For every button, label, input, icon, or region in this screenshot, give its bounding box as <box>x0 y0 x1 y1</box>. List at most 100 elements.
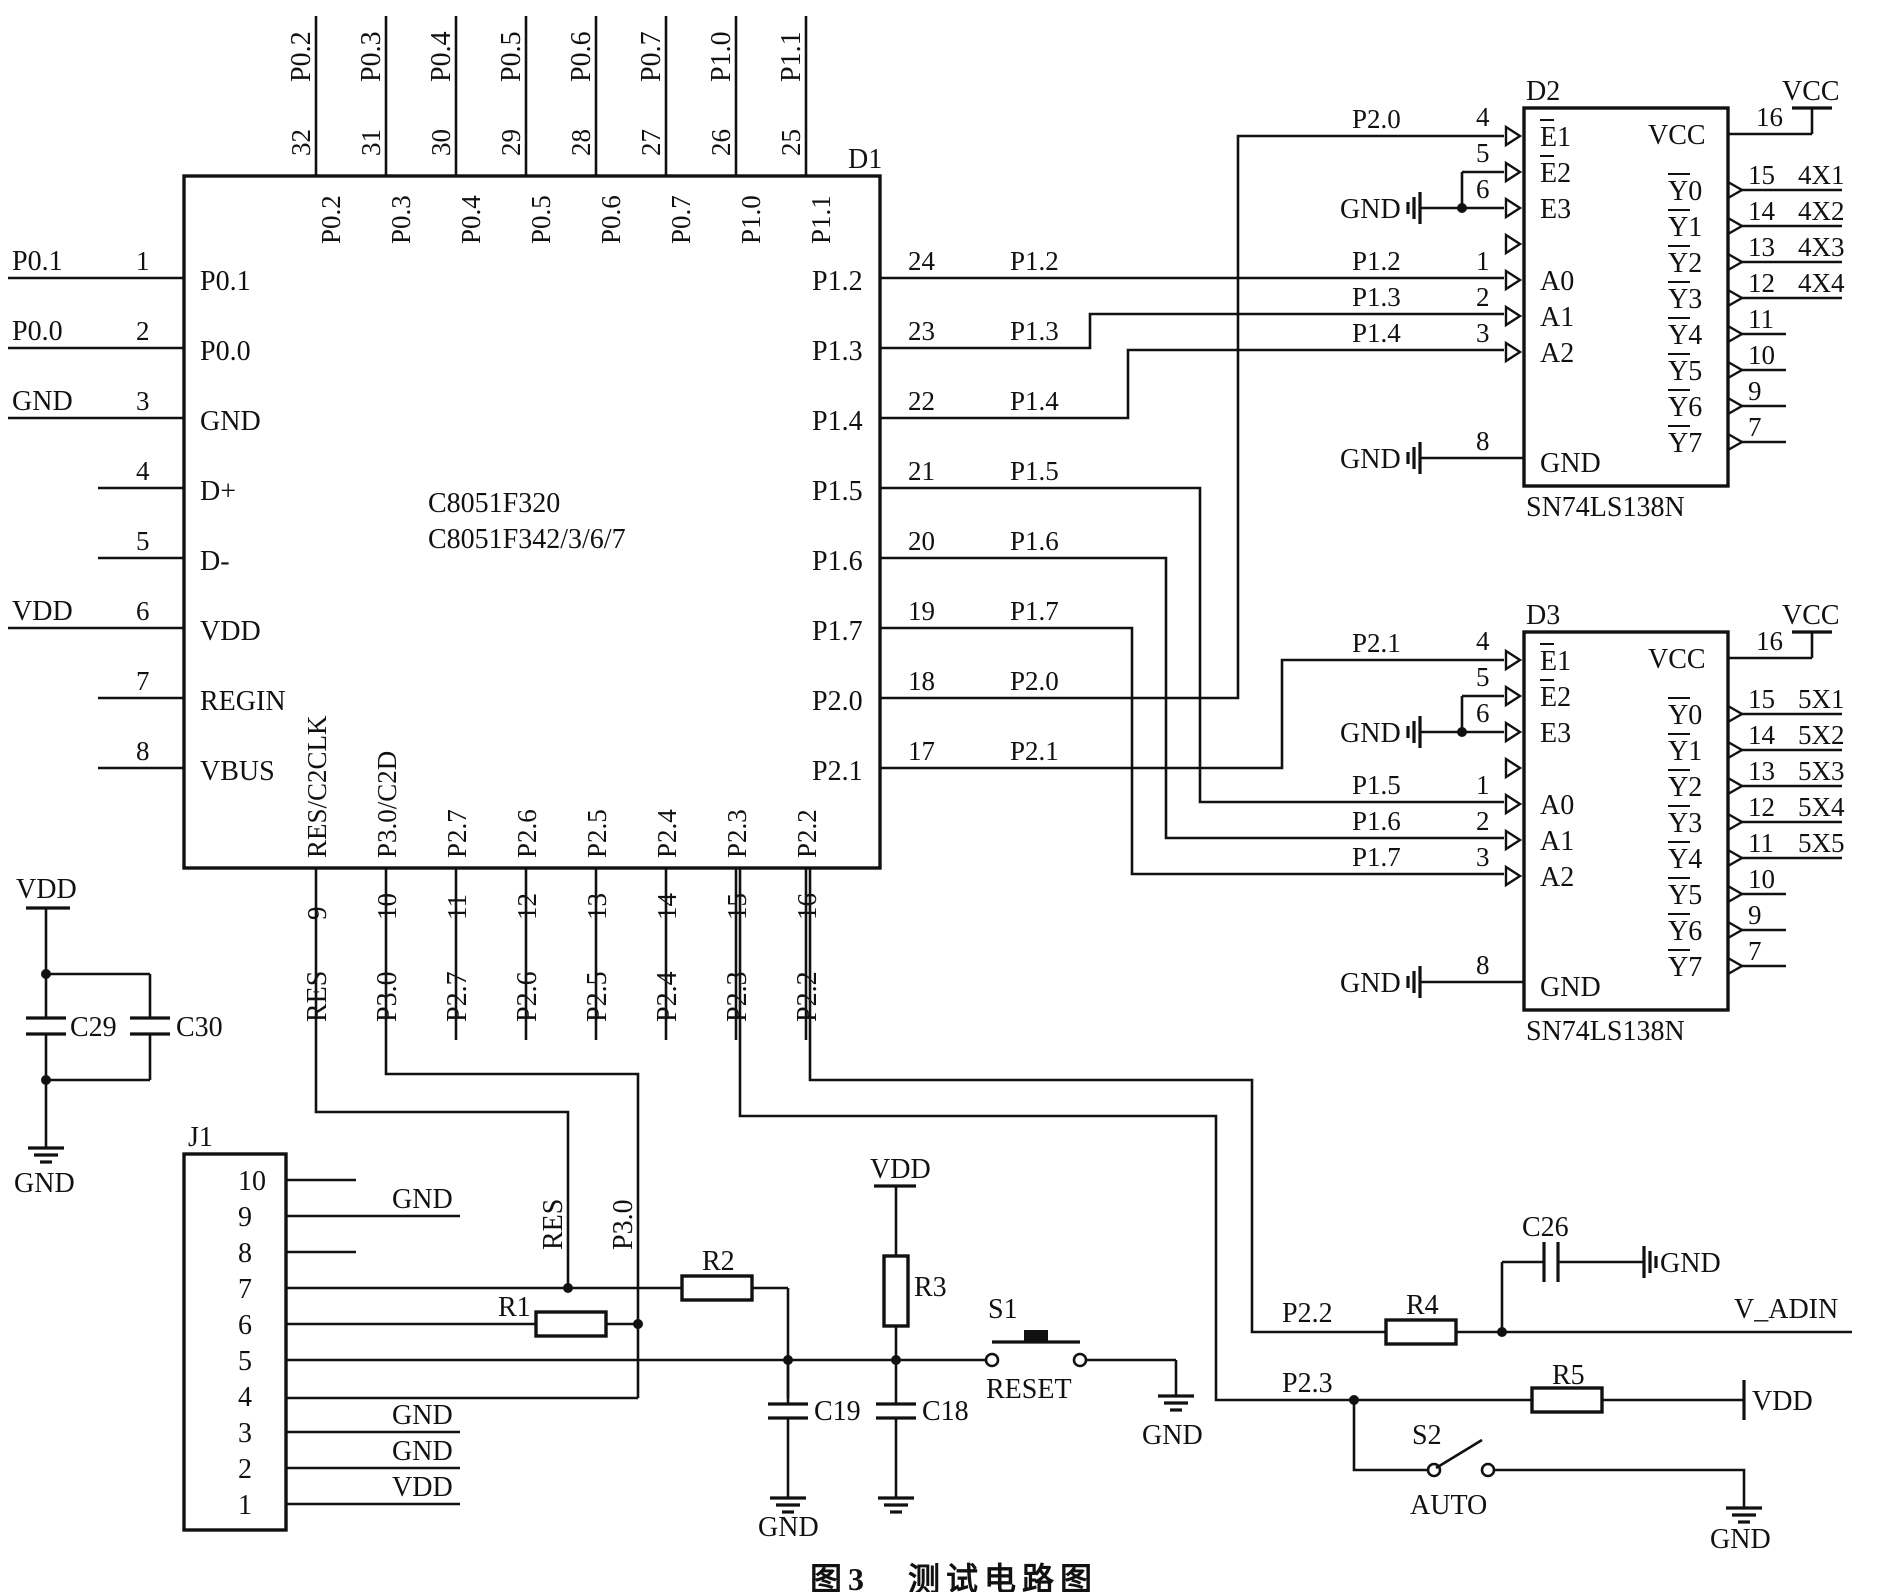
input-arrow-icon <box>1504 721 1522 743</box>
right-net-label: P1.4 <box>1010 386 1059 416</box>
bottom-pin-name: P3.0/C2D <box>372 751 402 858</box>
bottom-pin-name: P2.3 <box>722 809 752 858</box>
top-net-label: P0.6 <box>566 31 597 82</box>
d2-gnd-label: GND <box>1340 194 1401 225</box>
res-net-label: RES <box>538 1199 569 1250</box>
output-arrow-icon <box>1727 956 1745 976</box>
d3-pin-e3: E3 <box>1540 718 1571 749</box>
j1-p9-net: GND <box>392 1184 453 1215</box>
right-pin-name: P2.0 <box>812 686 863 717</box>
d3-output-name: Y5 <box>1668 880 1702 911</box>
right-pin-name: P1.7 <box>812 616 863 647</box>
j1-pin-number: 7 <box>238 1274 252 1305</box>
d3-output-pin-number: 9 <box>1748 900 1762 930</box>
bottom-net-label: P2.6 <box>512 971 543 1022</box>
d2-output-pin-number: 10 <box>1748 340 1775 370</box>
decoder-d2-vcc-net: VCC <box>1782 76 1840 107</box>
d2-pin-a0: A0 <box>1540 266 1574 297</box>
right-net-label: P1.2 <box>1010 246 1059 276</box>
output-arrow-icon <box>1727 252 1745 272</box>
decoder-d3-vcc-pin-num: 16 <box>1756 626 1783 656</box>
right-pin-name: P1.6 <box>812 546 863 577</box>
left-net-label: GND <box>12 386 73 417</box>
bottom-pin-name: P2.7 <box>442 809 472 858</box>
r1-label: R1 <box>498 1292 531 1323</box>
input-arrow-icon <box>1504 341 1522 363</box>
c18-label: C18 <box>922 1396 969 1427</box>
d3-gnd-pin-num: 8 <box>1476 950 1490 980</box>
bottom-pin-number: 12 <box>512 893 542 920</box>
bus-wires: P2.0 P1.2 P1.3 P1.4 P2.1 P1.5 P1.6 P1.7 … <box>880 104 1524 1000</box>
bottom-pin-name: P2.2 <box>792 809 822 858</box>
d3-output-net: 5X4 <box>1798 792 1845 822</box>
input-arrow-icon <box>1504 757 1522 779</box>
d3-output-pin-number: 13 <box>1748 756 1775 786</box>
net-label-d2-e1: P2.0 <box>1352 104 1401 134</box>
s1-label: S1 <box>988 1294 1018 1325</box>
input-arrow-icon <box>1504 269 1522 291</box>
d3-input-pin-number: 5 <box>1476 662 1490 692</box>
s2-label: S2 <box>1412 1420 1442 1451</box>
bottom-net-label: P2.4 <box>652 971 683 1022</box>
d3-input-pin-number: 1 <box>1476 770 1490 800</box>
d2-output-net: 4X4 <box>1798 268 1845 298</box>
d3-output-pin-number: 10 <box>1748 864 1775 894</box>
bottom-pin-number: 11 <box>442 894 472 920</box>
d3-gnd-label: GND <box>1340 718 1401 749</box>
j1-pin-number: 4 <box>238 1382 252 1413</box>
top-pin-number: 28 <box>566 129 596 156</box>
top-pin-name: P1.0 <box>736 195 766 244</box>
d2-output-pin-number: 7 <box>1748 412 1762 442</box>
right-pin-number: 24 <box>908 246 936 276</box>
output-arrow-icon <box>1727 288 1745 308</box>
d3-pin-e2: E2 <box>1540 682 1571 713</box>
decoder-d2-vcc-pin-num: 16 <box>1756 102 1783 132</box>
left-pin-number: 3 <box>136 386 150 416</box>
figure-caption: 图3 测试电路图 <box>810 1561 1098 1592</box>
gnd-label-caps: GND <box>14 1168 75 1199</box>
vdd-label-r5: VDD <box>1752 1386 1813 1417</box>
output-arrow-icon <box>1727 740 1745 760</box>
top-pin-number: 31 <box>356 129 386 156</box>
right-pin-number: 23 <box>908 316 935 346</box>
d2-pin-e2: E2 <box>1540 158 1571 189</box>
right-pin-name: P1.2 <box>812 266 863 297</box>
left-net-label: P0.0 <box>12 316 63 347</box>
vdd-label-r3: VDD <box>870 1154 931 1185</box>
right-net-label: P1.6 <box>1010 526 1059 556</box>
d3-pin-a0: A0 <box>1540 790 1574 821</box>
top-pin-number: 25 <box>776 129 806 156</box>
d2-output-name: Y1 <box>1668 212 1702 243</box>
j1-pin-number: 6 <box>238 1310 252 1341</box>
d2-output-pin-number: 12 <box>1748 268 1775 298</box>
j1-pin-number: 3 <box>238 1418 252 1449</box>
left-pin-number: 7 <box>136 666 150 696</box>
left-pin-name: VBUS <box>200 756 275 787</box>
j1-pin-number: 8 <box>238 1238 252 1269</box>
top-pin-name: P0.5 <box>526 195 556 244</box>
d3-output-pin-number: 12 <box>1748 792 1775 822</box>
right-pin-name: P1.3 <box>812 336 863 367</box>
mcu-bottom-pins: RES/C2CLK9RESP3.0/C2D10P3.0P2.711P2.7P2.… <box>302 715 823 1040</box>
bottom-net-label: P2.3 <box>722 971 753 1022</box>
j1-pin-number: 10 <box>238 1166 266 1197</box>
d3-input-pin-number: 4 <box>1476 626 1490 656</box>
output-arrow-icon <box>1727 432 1745 452</box>
vadin-label: V_ADIN <box>1734 1294 1838 1325</box>
left-pin-number: 1 <box>136 246 150 276</box>
top-net-label: P0.2 <box>286 31 317 82</box>
bottom-net-label: P2.5 <box>582 971 613 1022</box>
decoder-d3-gnd-pin-label: GND <box>1540 972 1601 1003</box>
output-arrow-icon <box>1727 704 1745 724</box>
top-pin-number: 27 <box>636 129 666 156</box>
p23-net-label: P2.3 <box>1282 1368 1333 1399</box>
d3-output-pin-number: 15 <box>1748 684 1775 714</box>
input-arrow-icon <box>1504 233 1522 255</box>
gnd-label-c26: GND <box>1660 1248 1721 1279</box>
d2-output-name: Y7 <box>1668 428 1702 459</box>
d2-output-name: Y2 <box>1668 248 1702 279</box>
decoder-d3-vcc-net: VCC <box>1782 600 1840 631</box>
